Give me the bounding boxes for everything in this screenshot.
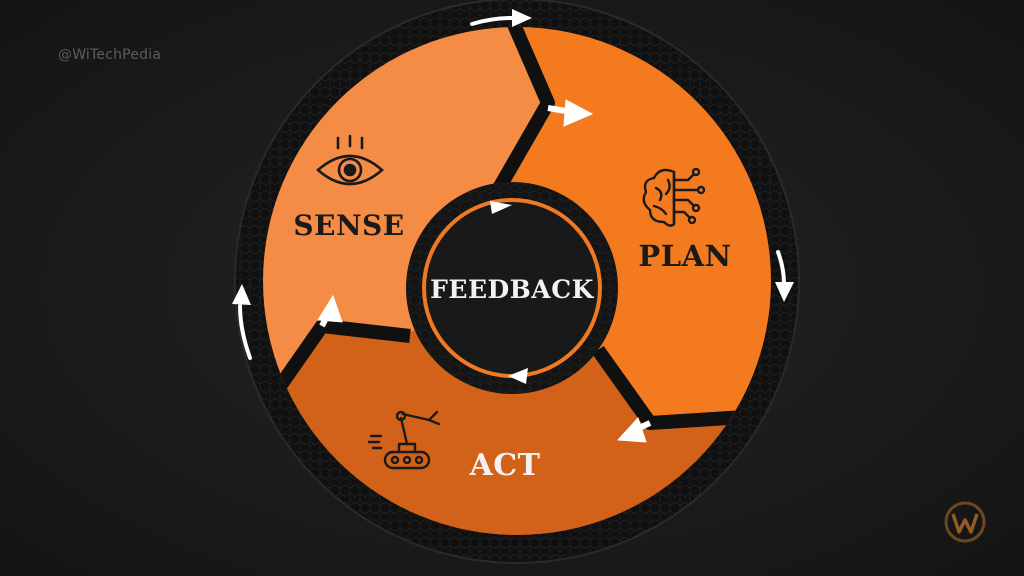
arrow-into-plan	[563, 99, 594, 127]
stage-label-act: ACT	[469, 448, 541, 483]
stage-label-plan: PLAN	[638, 239, 731, 273]
eye-icon	[316, 134, 384, 186]
center-label: FEEDBACK	[430, 275, 594, 304]
w-logo	[944, 501, 986, 543]
arrow-into-act	[616, 417, 647, 443]
orbit-arrow-left	[238, 304, 252, 360]
divider-sense-plan	[491, 27, 555, 194]
arrow-into-sense	[317, 294, 343, 323]
brain-circuit-icon	[642, 167, 706, 227]
orbit-arrow-top	[470, 16, 514, 26]
stage-label-sense: SENSE	[293, 209, 404, 242]
robot-arm-icon	[367, 410, 441, 470]
divider-arrows	[317, 99, 652, 443]
orbit-arrows	[232, 9, 794, 360]
feedback-arrow-top	[490, 201, 512, 214]
feedback-arrow-bottom	[508, 368, 528, 384]
orbit-arrow-right	[776, 250, 786, 286]
watermark-text: @WiTechPedia	[58, 47, 162, 63]
